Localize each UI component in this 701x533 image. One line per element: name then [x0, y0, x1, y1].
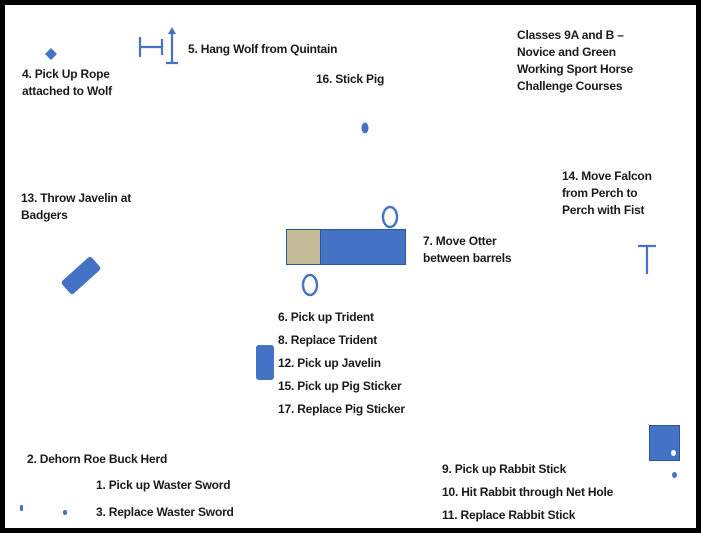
rabbit-net-box-icon [649, 425, 680, 461]
title-line-4: Challenge Courses [517, 79, 623, 93]
list-item-replace-rabbit-stick: 11. Replace Rabbit Stick [442, 508, 576, 522]
label-move-otter-line-2: between barrels [423, 251, 512, 265]
course-title: Classes 9A and B – Novice and Green Work… [517, 27, 633, 95]
rope-diamond-icon [45, 48, 57, 60]
list-item-pick-up-trident: 6. Pick up Trident [278, 310, 374, 324]
javelin-stand-icon [256, 345, 274, 380]
title-line-3: Working Sport Horse [517, 62, 633, 76]
list-item-pick-up-javelin: 12. Pick up Javelin [278, 356, 381, 370]
label-replace-sword: 3. Replace Waster Sword [96, 505, 234, 519]
label-throw-javelin-line-1: 13. Throw Javelin at [21, 191, 132, 205]
label-stick-pig: 16. Stick Pig [316, 72, 385, 86]
rabbit-station-list: 9. Pick up Rabbit Stick 10. Hit Rabbit t… [442, 458, 613, 527]
label-dehorn: 2. Dehorn Roe Buck Herd [27, 452, 168, 466]
label-throw-javelin: 13. Throw Javelin at Badgers [21, 190, 131, 224]
label-hang-wolf: 5. Hang Wolf from Quintain [188, 42, 338, 56]
label-move-otter: 7. Move Otter between barrels [423, 233, 512, 267]
perch-icon [638, 244, 656, 274]
net-hole-icon [671, 450, 676, 456]
label-pick-up-sword: 1. Pick up Waster Sword [96, 478, 231, 492]
rabbit-marker-dot-icon [672, 472, 677, 478]
sword-marker-dot-icon [63, 510, 67, 515]
badger-target-icon [60, 255, 102, 296]
barrel-top-icon [381, 205, 399, 229]
barrel-bottom-icon [301, 273, 319, 297]
label-move-falcon-line-2: from Perch to [562, 186, 638, 200]
list-item-replace-pig-sticker: 17. Replace Pig Sticker [278, 402, 405, 416]
sword-marker-dot-icon [20, 505, 23, 511]
trident-rack-icon [287, 230, 321, 264]
center-station-list: 6. Pick up Trident 8. Replace Trident 12… [278, 306, 405, 421]
label-move-otter-line-1: 7. Move Otter [423, 234, 497, 248]
label-throw-javelin-line-2: Badgers [21, 208, 68, 222]
label-move-falcon-line-1: 14. Move Falcon [562, 169, 652, 183]
title-line-1: Classes 9A and B – [517, 28, 624, 42]
list-item-replace-trident: 8. Replace Trident [278, 333, 378, 347]
title-line-2: Novice and Green [517, 45, 616, 59]
pig-target-dot-icon [361, 122, 369, 134]
list-item-pick-up-rabbit-stick: 9. Pick up Rabbit Stick [442, 462, 567, 476]
list-item-pick-up-pig-sticker: 15. Pick up Pig Sticker [278, 379, 402, 393]
label-move-falcon-line-3: Perch with Fist [562, 203, 645, 217]
list-item-hit-rabbit: 10. Hit Rabbit through Net Hole [442, 485, 614, 499]
label-pick-up-rope-line-1: 4. Pick Up Rope [22, 67, 110, 81]
label-pick-up-rope: 4. Pick Up Rope attached to Wolf [22, 66, 112, 100]
quintain-icon [138, 27, 178, 65]
label-pick-up-rope-line-2: attached to Wolf [22, 84, 112, 98]
trident-stand-box [286, 229, 406, 265]
label-move-falcon: 14. Move Falcon from Perch to Perch with… [562, 168, 652, 219]
